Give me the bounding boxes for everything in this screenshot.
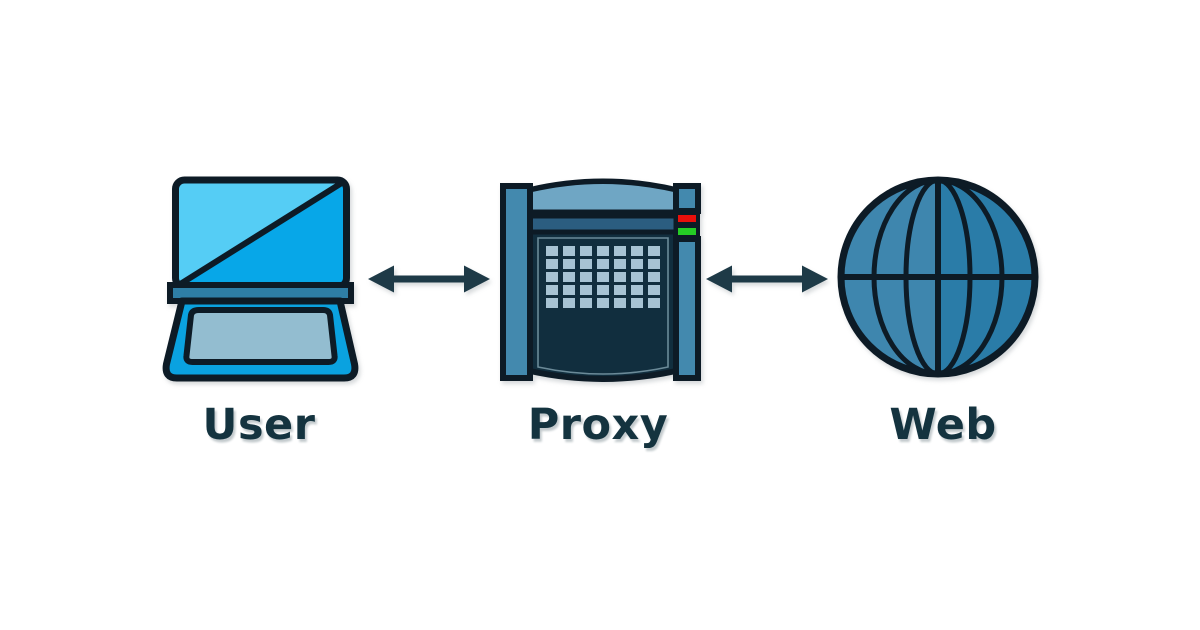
proxy-right-column-top <box>673 183 701 214</box>
proxy-red-led <box>674 211 700 226</box>
arrowhead-right-icon <box>464 265 490 293</box>
arrow-user-proxy <box>368 265 490 293</box>
proxy-top-panel <box>527 179 679 215</box>
proxy-right-column-bottom <box>673 236 701 381</box>
arrowhead-left-icon <box>706 265 732 293</box>
proxy-label: Proxy <box>527 400 669 450</box>
proxy-server-icon <box>500 178 701 382</box>
proxy-vent-grid <box>546 246 660 308</box>
proxy-band <box>527 213 679 235</box>
user-label: User <box>202 400 316 450</box>
laptop-screen <box>175 180 347 287</box>
arrowhead-left-icon <box>368 265 394 293</box>
proxy-green-led <box>674 224 700 239</box>
web-label: Web <box>889 400 997 450</box>
globe-icon <box>837 176 1039 378</box>
arrow-proxy-web <box>706 265 828 293</box>
arrowhead-right-icon <box>802 265 828 293</box>
proxy-left-column <box>500 183 533 381</box>
laptop-icon <box>162 176 359 382</box>
laptop-keyboard <box>183 307 338 365</box>
